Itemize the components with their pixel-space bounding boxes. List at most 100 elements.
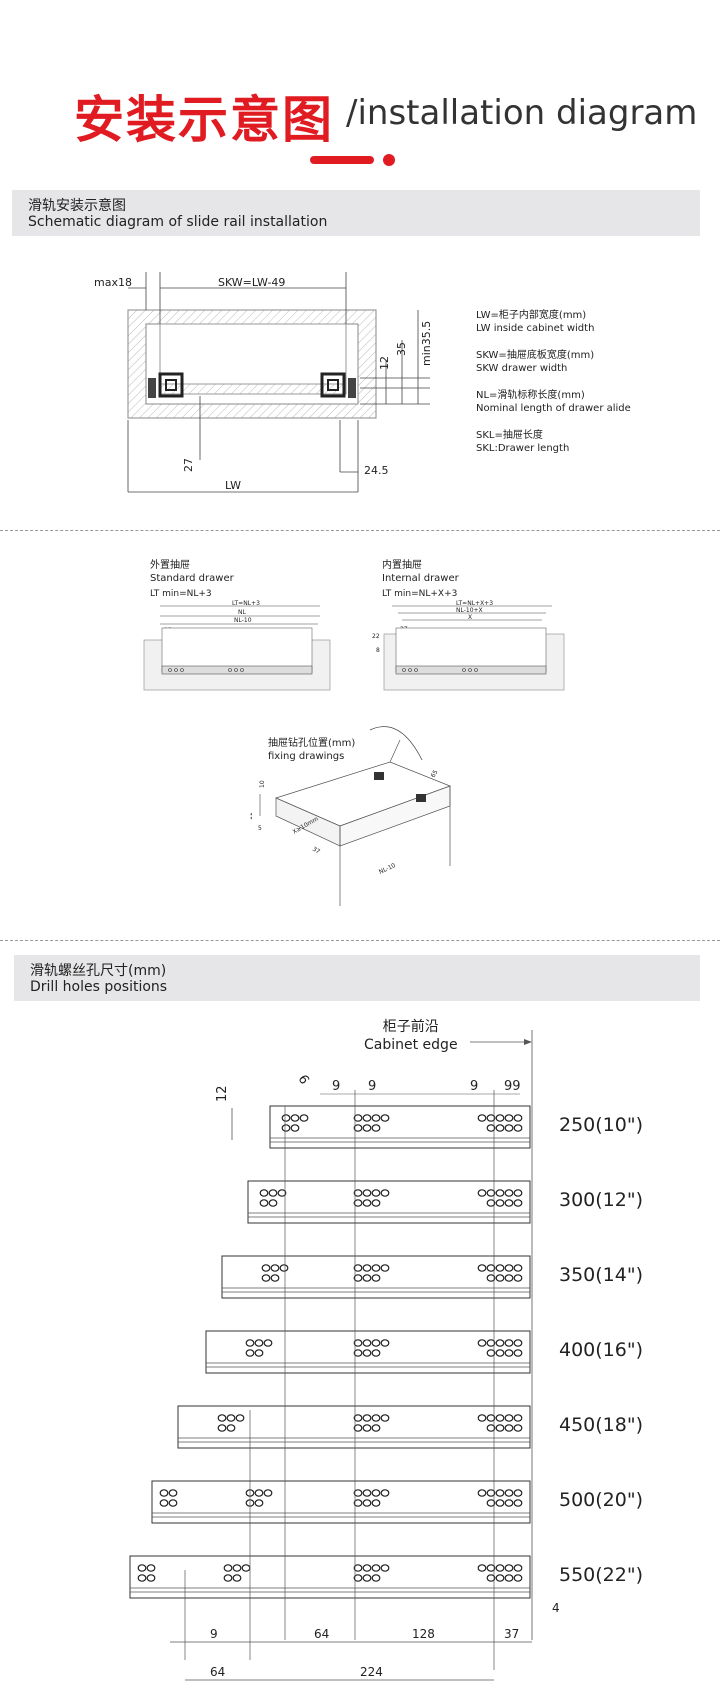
legend-lw-en: LW inside cabinet width: [476, 323, 595, 334]
drill-hole: [223, 1574, 233, 1582]
size-label-3: 400(16"): [559, 1339, 644, 1361]
drill-hole: [353, 1264, 363, 1272]
drill-hole: [254, 1489, 264, 1497]
drill-hole: [513, 1564, 523, 1572]
fix-65: 65: [430, 769, 440, 779]
drill-hole: [495, 1414, 505, 1422]
left-rail-profile: [148, 372, 184, 398]
dim-24-5: 24.5: [364, 464, 389, 477]
rail-2: [221, 1255, 531, 1299]
drill-hole: [513, 1339, 523, 1347]
drill-hole: [504, 1349, 514, 1357]
rail-4: [177, 1405, 531, 1449]
drill-hole: [137, 1564, 147, 1572]
drill-hole: [353, 1199, 363, 1207]
standard-drawer-cn: 外置抽屉: [150, 560, 190, 571]
rail-1: [247, 1180, 531, 1224]
drill-hole: [513, 1199, 523, 1207]
drill-hole: [254, 1339, 264, 1347]
drill-hole: [477, 1339, 487, 1347]
top-dim-99: 99: [504, 1079, 521, 1094]
drill-hole: [168, 1499, 178, 1507]
drill-hole: [371, 1274, 381, 1282]
legend-skw-cn: SKW=抽屉底板宽度(mm): [476, 350, 595, 361]
drill-hole: [290, 1114, 300, 1122]
standard-drawer-label: 外置抽屉 Standard drawer LT min=NL+3: [150, 559, 234, 601]
right-rail-profile: [320, 372, 356, 398]
bottom-dim-4: 4: [552, 1601, 560, 1615]
drill-hole: [371, 1114, 381, 1122]
drill-hole: [495, 1349, 505, 1357]
drill-hole: [270, 1264, 280, 1272]
drill-hole: [277, 1189, 287, 1197]
drill-hole: [495, 1424, 505, 1432]
legend-skl-en: SKL:Drawer length: [476, 443, 570, 454]
drill-hole: [504, 1264, 514, 1272]
drill-hole: [371, 1489, 381, 1497]
legend-skw: SKW=抽屉底板宽度(mm) SKW drawer width: [476, 349, 594, 375]
drawer-bottom: [159, 383, 347, 395]
legend-nl-en: Nominal length of drawer alide: [476, 403, 631, 414]
drill-hole: [486, 1574, 496, 1582]
bottom-dim-224: 224: [360, 1665, 383, 1679]
drill-hole: [486, 1414, 496, 1422]
fix-10: 10: [259, 780, 266, 788]
drill-hole: [504, 1564, 514, 1572]
section-header-drill-holes: 滑轨螺丝孔尺寸(mm) Drill holes positions: [14, 955, 700, 1001]
size-label-1: 300(12"): [559, 1189, 644, 1211]
drill-hole: [495, 1264, 505, 1272]
drill-hole: [168, 1489, 178, 1497]
internal-drawer-cn: 内置抽屉: [382, 560, 422, 571]
drill-hole: [371, 1264, 381, 1272]
drill-hole: [223, 1564, 233, 1572]
drill-hole: [380, 1189, 390, 1197]
drill-hole: [281, 1124, 291, 1132]
drill-hole: [254, 1499, 264, 1507]
standard-drawer-en: Standard drawer: [150, 573, 234, 584]
drill-hole: [371, 1349, 381, 1357]
drill-hole: [495, 1499, 505, 1507]
drill-hole: [486, 1564, 496, 1572]
page-title-cn: 安装示意图: [74, 91, 334, 149]
drill-hole: [232, 1564, 242, 1572]
top-dim-9c: 9: [470, 1079, 478, 1094]
drill-hole: [513, 1264, 523, 1272]
drill-hole: [513, 1189, 523, 1197]
section-title-en: Schematic diagram of slide rail installa…: [28, 214, 328, 230]
fixing-drawing: 10 11 5 X≥10mm 37 NL-10 65: [250, 726, 451, 906]
drill-hole: [290, 1124, 300, 1132]
drill-hole: [477, 1114, 487, 1122]
legend-lw-cn: LW=柜子内部宽度(mm): [476, 310, 587, 321]
drill-hole: [270, 1274, 280, 1282]
drill-hole: [159, 1489, 169, 1497]
legend-nl: NL=滑轨标称长度(mm) Nominal length of drawer a…: [476, 389, 631, 415]
drill-hole: [263, 1339, 273, 1347]
drill-hole: [362, 1414, 372, 1422]
drill-hole: [217, 1424, 227, 1432]
internal-drawer-label: 内置抽屉 Internal drawer LT min=NL+X+3: [382, 559, 459, 601]
drill-hole: [226, 1424, 236, 1432]
internal-drawer-drawing: LT=NL+X+3 NL-10+X X 37 22 8: [372, 600, 565, 691]
drill-hole: [261, 1264, 271, 1272]
drill-hole: [263, 1489, 273, 1497]
fix-11: 11: [250, 812, 254, 820]
drill-hole: [353, 1574, 363, 1582]
dim-skw: SKW=LW-49: [218, 276, 285, 289]
drill-hole: [371, 1424, 381, 1432]
bottom-dim-64: 64: [314, 1627, 329, 1641]
drill-hole: [362, 1574, 372, 1582]
fixing-drawings-label: 抽屉钻孔位置(mm) fixing drawings: [268, 737, 355, 763]
legend-skl: SKL=抽屉长度 SKL:Drawer length: [476, 429, 569, 455]
dim-lw: LW: [225, 479, 241, 492]
drill-hole: [371, 1564, 381, 1572]
drill-hole: [371, 1199, 381, 1207]
drill-hole: [486, 1499, 496, 1507]
drill-hole: [268, 1199, 278, 1207]
drill-hole: [353, 1339, 363, 1347]
drill-hole: [279, 1264, 289, 1272]
size-label-5: 500(20"): [559, 1489, 644, 1511]
rail-6: [129, 1555, 531, 1599]
drill-hole: [245, 1339, 255, 1347]
int-8: 8: [376, 647, 380, 654]
dim-35: 35: [395, 342, 408, 356]
